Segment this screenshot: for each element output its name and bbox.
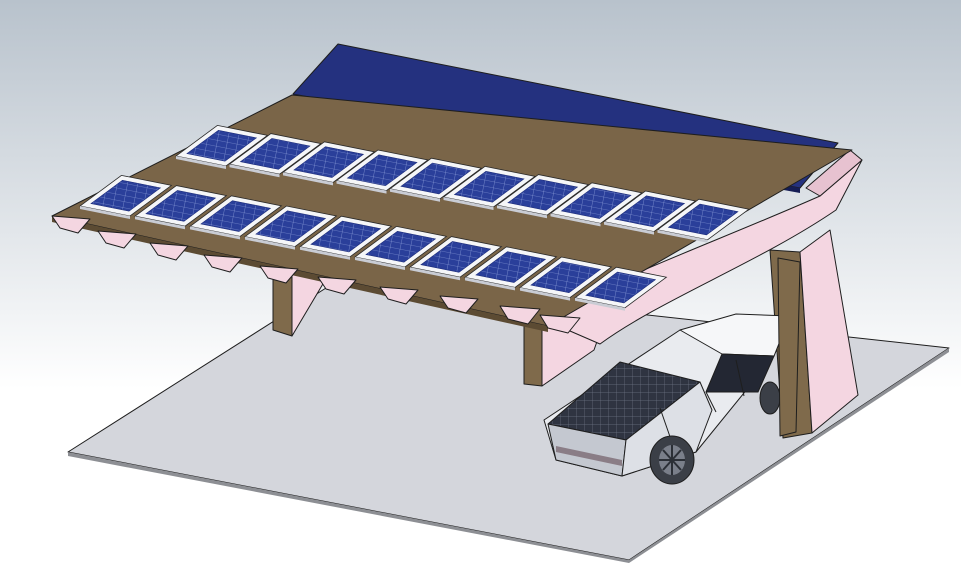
pickup-truck[interactable] xyxy=(543,313,791,485)
panel-edge xyxy=(550,213,601,227)
panel-cells xyxy=(507,179,579,211)
solar-panel-module[interactable] xyxy=(603,190,697,235)
panel-edge xyxy=(300,246,350,260)
solar-panel-module[interactable] xyxy=(574,266,668,311)
panel-cells xyxy=(530,261,602,294)
solar-panel-module[interactable] xyxy=(175,124,269,169)
panel-edge xyxy=(497,205,547,219)
solar-panel-module[interactable] xyxy=(189,195,283,240)
solar-panel-module[interactable] xyxy=(299,215,393,260)
solar-panel-array[interactable] xyxy=(79,124,750,311)
panel-edge xyxy=(176,156,226,169)
panel-edge xyxy=(410,267,460,281)
panel-edge xyxy=(575,297,625,311)
solar-panel-module[interactable] xyxy=(282,141,376,186)
truck-rear-wheel xyxy=(759,381,781,415)
panel-cells xyxy=(365,230,437,263)
panel-cells xyxy=(560,187,632,219)
panel-cells xyxy=(614,195,686,228)
panel-cells xyxy=(293,146,365,178)
panel-edge xyxy=(283,172,333,186)
panel-cells xyxy=(400,162,472,195)
panel-edge xyxy=(443,197,494,210)
panel-cells xyxy=(200,200,272,232)
panel-edge xyxy=(135,216,185,230)
panel-cells xyxy=(239,138,311,170)
solar-panel-module[interactable] xyxy=(464,246,558,291)
front-right-column[interactable] xyxy=(777,257,801,437)
panel-cells xyxy=(145,190,217,222)
panel-cells xyxy=(475,251,547,283)
solar-panel-module[interactable] xyxy=(656,198,750,243)
panel-edge xyxy=(604,221,654,235)
solar-panel-module[interactable] xyxy=(549,182,643,227)
solar-panel-module[interactable] xyxy=(519,256,613,301)
panel-edge xyxy=(355,257,405,270)
panel-cells xyxy=(186,129,258,162)
panel-edge xyxy=(190,226,240,240)
panel-edge xyxy=(245,236,295,250)
panel-edge xyxy=(520,287,570,301)
panel-cells xyxy=(310,220,382,253)
solar-panel-module[interactable] xyxy=(134,185,228,230)
solar-panel-module[interactable] xyxy=(79,174,173,219)
panel-cells xyxy=(90,179,162,212)
solar-panel-module[interactable] xyxy=(389,157,483,202)
solar-panel-module[interactable] xyxy=(496,174,590,219)
panel-edge xyxy=(465,277,515,291)
solar-panel-module[interactable] xyxy=(409,236,503,281)
panel-edge xyxy=(229,164,280,178)
solar-panel-module[interactable] xyxy=(228,133,322,178)
panel-cells xyxy=(255,210,327,243)
panel-edge xyxy=(336,180,387,194)
panel-cells xyxy=(453,170,525,203)
solar-panel-module[interactable] xyxy=(244,205,338,250)
panel-cells xyxy=(667,203,739,236)
panel-cells xyxy=(585,271,657,304)
solar-panel-module[interactable] xyxy=(442,165,536,210)
panel-edge xyxy=(80,206,130,219)
panel-edge xyxy=(657,229,708,243)
truck-windshield xyxy=(705,353,775,393)
truck-front-wheel xyxy=(649,435,695,485)
solar-panel-module[interactable] xyxy=(354,225,448,270)
panel-cells xyxy=(420,241,492,273)
solar-panel-module[interactable] xyxy=(335,149,429,194)
panel-cells xyxy=(346,154,418,187)
canopy-purlins xyxy=(51,215,581,334)
panel-edge xyxy=(390,188,440,202)
